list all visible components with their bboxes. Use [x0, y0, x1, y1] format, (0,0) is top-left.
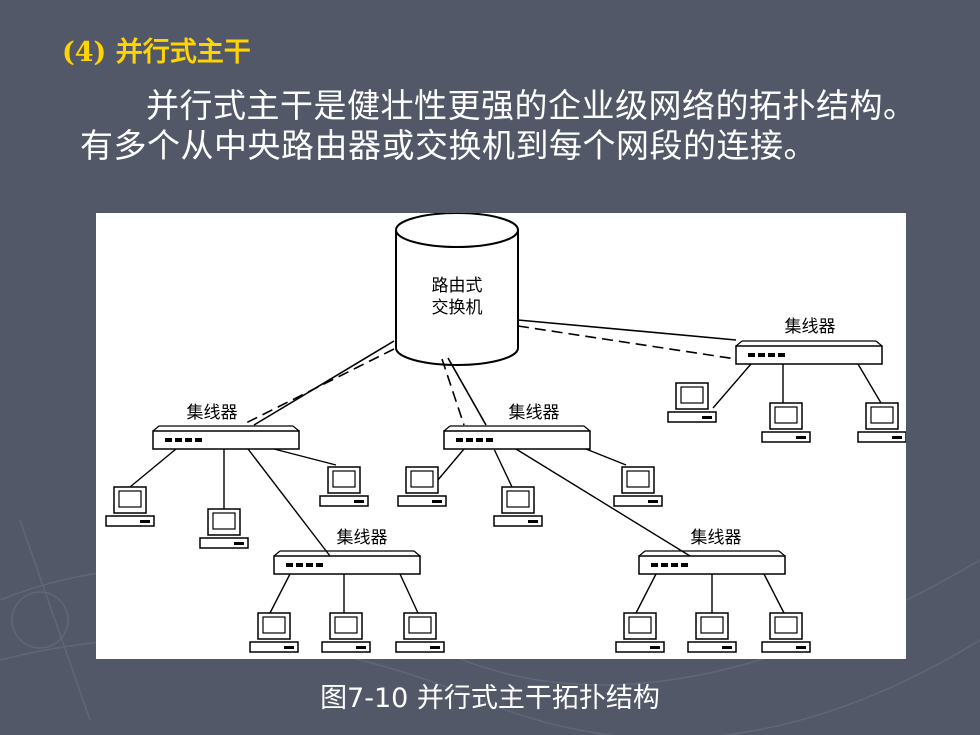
hub-label: 集线器	[187, 403, 238, 423]
computers	[105, 382, 907, 653]
body-paragraph: 并行式主干是健壮性更强的企业级网络的拓扑结构。有多个从中央路由器或交换机到每个网…	[80, 86, 917, 165]
router-label-2: 交换机	[432, 298, 483, 318]
topology-svg: 路由式 交换机 集线器 集线器 集线器 集线器	[105, 212, 907, 653]
hub-center: 集线器	[443, 403, 591, 450]
pc-icon	[249, 612, 299, 653]
hub-left: 集线器	[152, 403, 300, 450]
hub-bottom-left: 集线器	[273, 528, 421, 575]
pc-icon	[397, 466, 447, 507]
hub-bottom-right: 集线器	[638, 528, 786, 575]
pc-icon	[493, 486, 543, 527]
pc-icon	[761, 612, 811, 653]
heading-title: 并行式主干	[115, 37, 251, 68]
pc-icon	[857, 402, 907, 443]
hub-label: 集线器	[337, 528, 388, 548]
hub-label: 集线器	[691, 528, 742, 548]
figure-caption: 图7-10 并行式主干拓扑结构	[320, 683, 660, 714]
router-switch: 路由式 交换机	[395, 212, 519, 366]
pc-icon	[395, 612, 445, 653]
heading-number: (4)	[62, 37, 107, 68]
pc-icon	[687, 612, 737, 653]
hub-label: 集线器	[509, 403, 560, 423]
pc-icon	[667, 382, 717, 423]
backbone-links	[241, 319, 737, 426]
pc-icon	[761, 402, 811, 443]
router-label-1: 路由式	[432, 276, 483, 296]
pc-icon	[613, 466, 663, 507]
pc-icon	[105, 486, 155, 527]
lan-links	[129, 363, 882, 614]
pc-icon	[615, 612, 665, 653]
topology-diagram: 路由式 交换机 集线器 集线器 集线器 集线器	[96, 212, 907, 659]
hub-label: 集线器	[785, 317, 836, 337]
pc-icon	[321, 612, 371, 653]
pc-icon	[319, 466, 369, 507]
pc-icon	[199, 508, 249, 549]
section-heading: (4) 并行式主干	[62, 30, 251, 69]
hub-right: 集线器	[735, 317, 883, 365]
